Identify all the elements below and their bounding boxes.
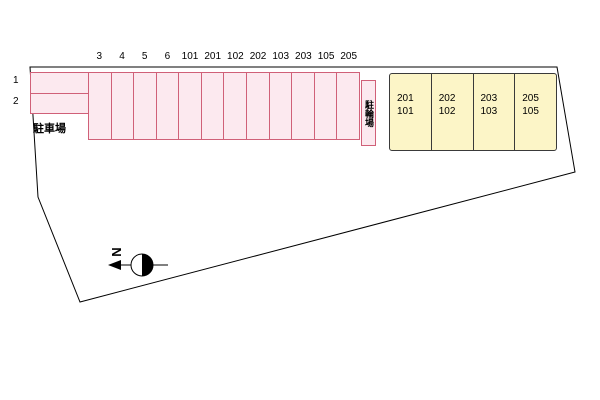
parking-column-block xyxy=(88,72,360,140)
unit-number-bottom: 105 xyxy=(522,106,539,117)
unit-number-top: 202 xyxy=(438,93,456,104)
unit-number-bottom: 102 xyxy=(438,106,456,117)
parking-number-label: 201 xyxy=(204,51,222,62)
parking-number-label: 6 xyxy=(164,51,171,62)
parking-number-label: 3 xyxy=(96,51,103,62)
unit-number-bottom: 101 xyxy=(397,106,414,117)
parking-space xyxy=(31,93,88,113)
building-unit: 201 101 xyxy=(390,74,431,150)
building-unit: 203 103 xyxy=(472,74,515,150)
parking-left-block xyxy=(30,72,88,114)
bicycle-parking-strip: 駐輪場 xyxy=(361,80,376,146)
parking-row-label: 1 xyxy=(13,75,19,86)
building-unit: 205 105 xyxy=(514,74,556,150)
parking-space xyxy=(268,73,292,139)
parking-number-label: 4 xyxy=(119,51,125,62)
north-compass: N xyxy=(108,247,168,277)
parking-space xyxy=(89,73,111,139)
building-unit: 202 102 xyxy=(430,74,473,150)
parking-space xyxy=(223,73,246,139)
parking-space xyxy=(31,73,88,93)
parking-number-label: 202 xyxy=(249,51,267,62)
building-block: 201 101 202 102 203 103 205 105 xyxy=(389,73,557,151)
parking-space xyxy=(291,73,314,139)
parking-space xyxy=(246,73,269,139)
parking-space xyxy=(336,73,359,139)
property-boundary-line xyxy=(29,66,576,303)
bicycle-parking-label: 駐輪場 xyxy=(364,99,374,127)
parking-space xyxy=(155,73,179,139)
parking-number-label: 102 xyxy=(227,51,244,62)
parking-number-label: 5 xyxy=(141,51,148,62)
unit-number-top: 201 xyxy=(397,93,414,104)
parking-number-label: 203 xyxy=(295,51,312,62)
parking-space xyxy=(110,73,134,139)
parking-number-label: 101 xyxy=(181,51,199,62)
parking-lot-label: 駐車場 xyxy=(33,123,66,135)
parking-column-numbers: 3 4 5 6 101 201 102 202 103 203 105 205 xyxy=(88,50,360,64)
parking-number-label: 103 xyxy=(272,51,290,62)
unit-number-top: 205 xyxy=(522,93,539,104)
compass-arrowhead-icon xyxy=(108,260,121,270)
parking-space xyxy=(133,73,156,139)
unit-number-bottom: 103 xyxy=(480,106,498,117)
compass-north-label: N xyxy=(109,247,124,256)
compass-halfcircle-icon xyxy=(142,254,153,276)
parking-space xyxy=(200,73,224,139)
parking-row-label: 2 xyxy=(13,96,19,107)
parking-space xyxy=(178,73,201,139)
parking-number-label: 205 xyxy=(340,51,358,62)
parking-space xyxy=(313,73,337,139)
unit-number-top: 203 xyxy=(480,93,498,104)
parking-number-label: 105 xyxy=(317,51,335,62)
